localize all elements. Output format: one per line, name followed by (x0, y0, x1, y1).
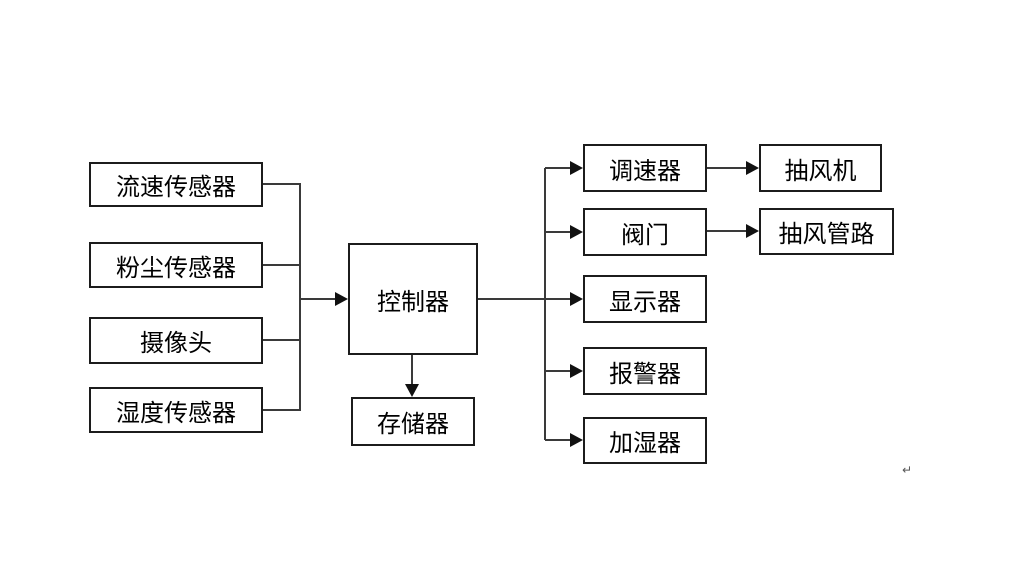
node-label: 抽风机 (784, 157, 857, 185)
arrowhead-into-humidifier (570, 433, 583, 447)
node-controller: 控制器 (348, 243, 478, 355)
node-speed-governor: 调速器 (583, 144, 707, 192)
node-label: 流速传感器 (116, 174, 236, 201)
arrowhead-into-duct (746, 224, 759, 238)
node-label: 加湿器 (609, 430, 681, 457)
node-label: 控制器 (377, 288, 449, 316)
arrowhead-into-display (570, 292, 583, 306)
arrowhead-into-fan (746, 161, 759, 175)
node-label: 阀门 (621, 221, 669, 249)
node-label: 摄像头 (140, 330, 212, 357)
node-alarm: 报警器 (583, 347, 707, 395)
node-humidifier: 加湿器 (583, 417, 707, 464)
node-flow-rate-sensor: 流速传感器 (89, 162, 263, 207)
node-exhaust-fan: 抽风机 (759, 144, 882, 192)
node-valve: 阀门 (583, 208, 707, 256)
node-storage: 存储器 (351, 397, 475, 446)
node-label: 粉尘传感器 (116, 254, 236, 282)
arrowhead-into-controller (335, 292, 348, 306)
paragraph-mark: ↵ (902, 463, 913, 477)
arrowhead-into-governor (570, 161, 583, 175)
node-label: 湿度传感器 (116, 399, 236, 427)
arrowhead-into-valve (570, 225, 583, 239)
node-camera: 摄像头 (89, 317, 263, 364)
node-dust-sensor: 粉尘传感器 (89, 242, 263, 288)
arrowhead-into-storage (405, 384, 419, 397)
node-label: 报警器 (609, 360, 681, 388)
node-display: 显示器 (583, 275, 707, 323)
node-label: 抽风管路 (778, 221, 875, 248)
node-exhaust-duct: 抽风管路 (759, 208, 894, 255)
node-label: 存储器 (377, 411, 449, 438)
node-humidity-sensor: 湿度传感器 (89, 387, 263, 433)
node-label: 调速器 (609, 157, 681, 185)
arrowhead-into-alarm (570, 364, 583, 378)
node-label: 显示器 (609, 288, 681, 316)
